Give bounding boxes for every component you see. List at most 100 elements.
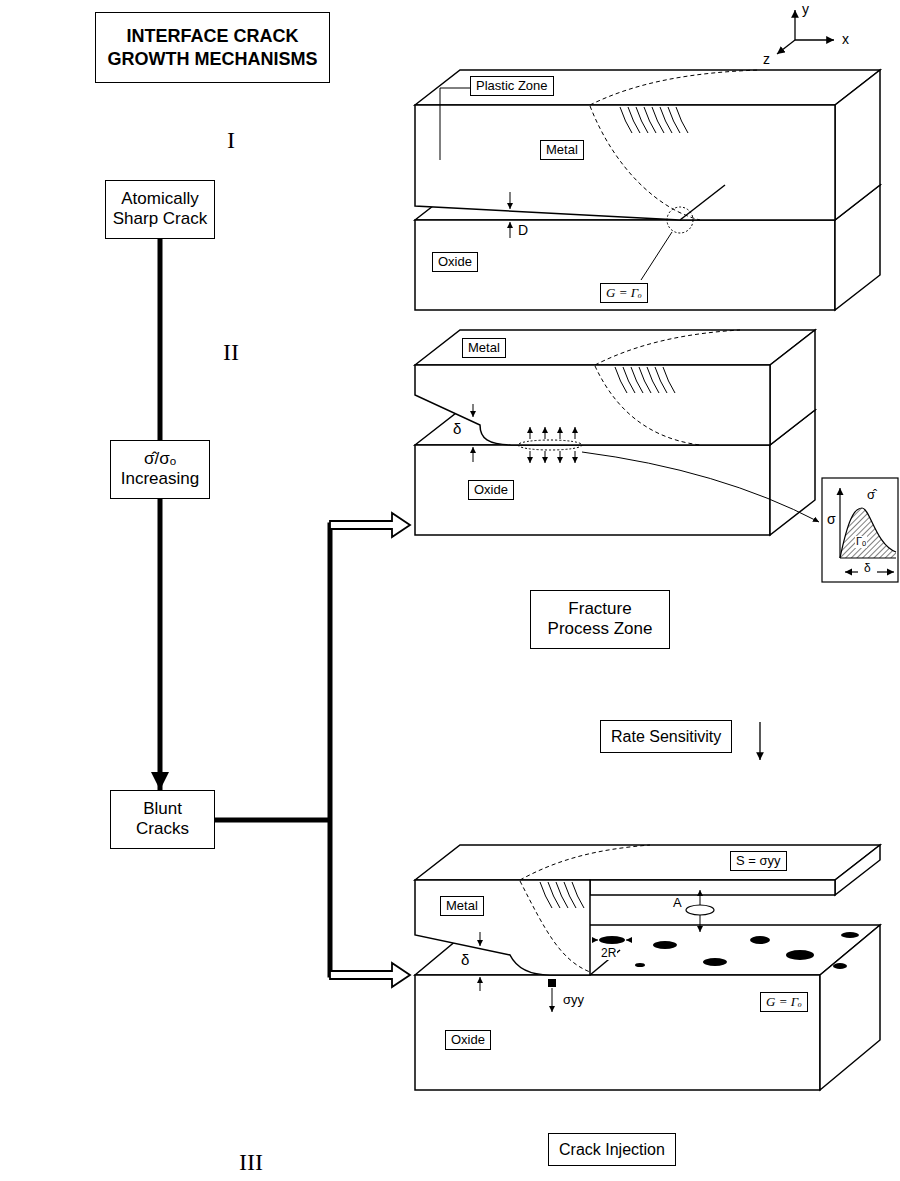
figure-one-part xyxy=(680,185,725,220)
figure-three-part xyxy=(556,882,568,908)
figure-three-part xyxy=(786,950,814,960)
figure-two-part xyxy=(415,445,770,535)
label-box: S = σyy xyxy=(730,851,787,871)
label-box: Oxide xyxy=(432,252,478,272)
label-box: Oxide xyxy=(468,480,514,500)
label-box: Rate Sensitivity xyxy=(600,720,732,753)
box-text: Fracture Process Zone xyxy=(537,599,663,640)
figure-three-part xyxy=(833,963,847,969)
box-text: σ̂/σₒ Increasing xyxy=(117,449,203,490)
traction-inset xyxy=(822,478,898,582)
figure-one-part xyxy=(415,105,835,220)
traction-inset-part xyxy=(822,478,898,582)
figure-one-part xyxy=(636,107,648,133)
figure-two-part xyxy=(595,366,700,445)
figure-one-part xyxy=(590,106,700,220)
figure-one-part xyxy=(641,232,672,280)
figure-two-part xyxy=(575,427,576,439)
box-text: Rate Sensitivity xyxy=(611,727,721,746)
figure-three-part xyxy=(841,932,859,938)
box-text: Metal xyxy=(468,340,500,356)
stage-numeral: I xyxy=(226,128,236,153)
figure-two-part xyxy=(575,451,576,463)
figure-three-part xyxy=(415,975,820,1090)
label-box: G = Γₒ xyxy=(600,283,648,303)
stage-numeral: III xyxy=(238,1150,264,1175)
box-text: Oxide xyxy=(474,482,508,498)
box-text: S = σyy xyxy=(736,853,781,869)
figure-three-part xyxy=(480,932,481,946)
box-text: Oxide xyxy=(438,254,472,270)
figure-three-part xyxy=(635,963,645,967)
figure-three-part xyxy=(552,988,553,1012)
stage-numeral: II xyxy=(222,340,240,365)
symbol-label: x xyxy=(841,32,850,47)
figure-two-part xyxy=(560,451,561,463)
figure-one-part xyxy=(667,207,693,233)
box-text: G = Γₒ xyxy=(766,994,802,1010)
figure-two-part xyxy=(530,427,531,439)
label-box: Oxide xyxy=(445,1030,491,1050)
figure-one-part xyxy=(660,107,672,133)
traction-inset-part xyxy=(840,508,896,558)
box-text: Blunt Cracks xyxy=(117,799,208,840)
symbol-label: σ xyxy=(826,512,837,527)
figure-two-part xyxy=(582,452,819,522)
figure-one xyxy=(415,70,880,310)
branch-arrows-part xyxy=(330,513,410,537)
box-text: Metal xyxy=(546,142,578,158)
symbol-label: σ̂ xyxy=(866,488,876,502)
figure-three-part xyxy=(820,925,880,1090)
branch-arrows-part xyxy=(330,963,410,987)
figure-two-part xyxy=(473,404,474,417)
figure-three-part xyxy=(590,880,835,895)
branch-arrows-part xyxy=(328,525,333,975)
label-box: Crack Injection xyxy=(548,1133,676,1166)
traction-inset-part xyxy=(840,508,896,558)
box-text: Oxide xyxy=(451,1032,485,1048)
figure-three-part xyxy=(415,845,880,880)
label-box: Metal xyxy=(540,140,584,160)
figure-three-part xyxy=(415,880,590,975)
symbol-label: Γₒ xyxy=(855,536,867,548)
symbol-label: σyy xyxy=(562,993,585,1007)
figure-two-part xyxy=(770,330,815,445)
figure-one-part xyxy=(510,222,511,238)
figure-two-part xyxy=(530,451,531,463)
figure-three xyxy=(415,845,880,1090)
box-text: G = Γₒ xyxy=(606,285,642,301)
figure-one-part xyxy=(628,107,640,133)
figure-three-part xyxy=(520,881,590,972)
axes-part xyxy=(777,40,795,54)
figure-two-part xyxy=(623,367,635,393)
process-box: Fracture Process Zone xyxy=(530,590,670,649)
process-box: Blunt Cracks xyxy=(110,790,215,849)
process-box: Atomically Sharp Crack xyxy=(105,180,215,239)
symbol-label: z xyxy=(762,52,771,67)
figure-two-part xyxy=(560,427,561,439)
figure-two-part xyxy=(473,447,474,462)
figure-one-part xyxy=(415,70,880,105)
flow-arrow xyxy=(158,499,163,790)
symbol-label: 2R xyxy=(600,947,617,960)
label-box: Plastic Zone xyxy=(470,76,554,96)
figure-three-part xyxy=(653,941,677,949)
figure-three-part xyxy=(540,882,552,908)
traction-inset-part xyxy=(839,488,840,558)
figure-three-part xyxy=(548,979,556,987)
figure-three-part xyxy=(480,977,481,991)
figure-one-part xyxy=(415,220,835,310)
figure-one-part xyxy=(676,107,688,133)
flow-arrow xyxy=(158,239,163,440)
figure-three-part xyxy=(703,958,727,966)
branch-arrows-part xyxy=(215,818,332,823)
title-box: INTERFACE CRACK GROWTH MECHANISMS xyxy=(95,12,330,83)
figure-three-part xyxy=(572,882,584,908)
symbol-label: δ xyxy=(460,952,470,968)
figure-three-part xyxy=(599,936,625,944)
figure-one-part xyxy=(644,107,656,133)
box-text: Atomically Sharp Crack xyxy=(112,189,208,230)
figure-one-part xyxy=(590,70,760,105)
figure-two-part xyxy=(647,367,659,393)
figure-three-part xyxy=(686,905,714,915)
